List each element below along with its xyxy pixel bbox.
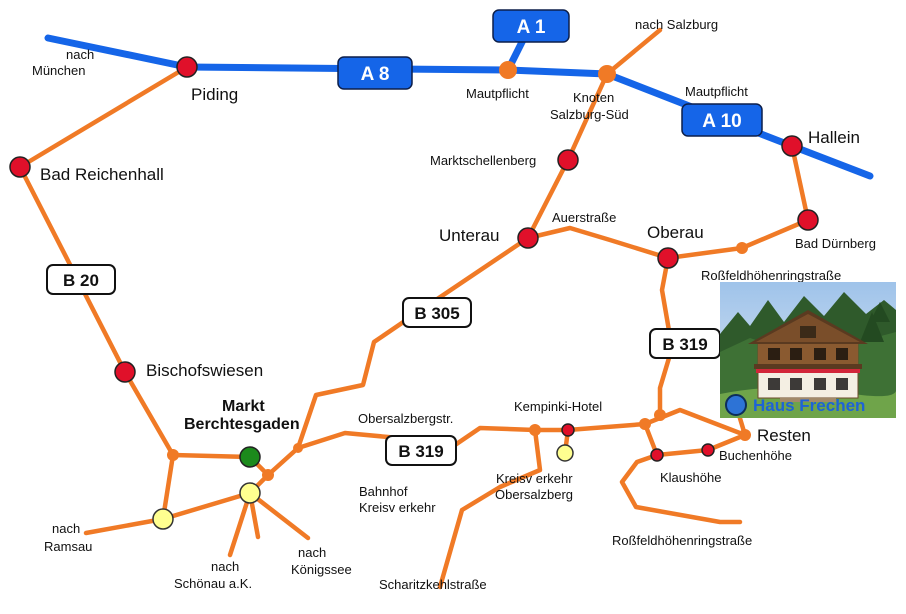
nach-muenchen-label-1: nach [66, 47, 94, 62]
nach-muenchen-label-2: München [32, 63, 85, 78]
mautpflicht-a10-label: Mautpflicht [685, 84, 748, 99]
junction-dot [736, 242, 748, 254]
road-nach-salzburg [604, 27, 663, 77]
road-b20-label: B 20 [63, 271, 99, 290]
bischofswiesen-label: Bischofswiesen [146, 361, 263, 380]
haus-frechen-photo [720, 282, 896, 418]
road-badge-b20: B 20 [46, 264, 116, 295]
junction-dot [654, 409, 666, 421]
road-koenigssee [247, 490, 311, 541]
resten-label: Resten [757, 426, 811, 445]
autobahn-a8-line [44, 34, 874, 180]
bad-reichenhall-label: Bad Reichenhall [40, 165, 164, 184]
autobahn-a1-label: A 1 [517, 17, 546, 38]
road-badge-b319-center: B 319 [385, 435, 457, 466]
unterau-marker [517, 227, 539, 249]
roundabout-bahnhof [239, 482, 261, 504]
klaushoehe-marker [650, 448, 664, 462]
piding-marker [176, 56, 198, 78]
nach-koenigssee-label-1: nach [298, 545, 326, 560]
nach-salzburg-label: nach Salzburg [635, 17, 718, 32]
hallein-label: Hallein [808, 128, 860, 147]
junction-dot [167, 449, 179, 461]
road-bischofswiesen-markt [170, 452, 271, 496]
rossfeld-north-label: Roßfeldhöhenringstraße [701, 268, 841, 283]
junction-dot [639, 418, 651, 430]
junction-dot [262, 469, 274, 481]
bahnhof-label-2: Kreisv erkehr [359, 500, 436, 515]
road-kreisverkehr [437, 427, 543, 590]
junction-dot [529, 424, 541, 436]
oberau-marker [657, 247, 679, 269]
autobahn-a10-label: A 10 [702, 111, 741, 132]
auerstrasse-label: Auerstraße [552, 210, 616, 225]
road-klaus-loop [619, 452, 743, 525]
road-b20 [17, 64, 190, 458]
scharitzkehl-label: Scharitzkehlstraße [379, 577, 487, 592]
bad-duernberg-marker [797, 209, 819, 231]
autobahn-badge-a8: A 8 [337, 56, 413, 90]
bischofswiesen-marker [114, 361, 136, 383]
road-b305-label: B 305 [414, 304, 459, 323]
oberau-label: Oberau [647, 223, 704, 242]
berchtesgaden-label: Berchtesgaden [184, 416, 300, 433]
bahnhof-label-1: Bahnhof [359, 484, 408, 499]
knoten-label-2: Salzburg-Süd [550, 107, 629, 122]
road-badge-b305: B 305 [402, 297, 472, 328]
junction-dot [293, 443, 303, 453]
rossfeld-south-label: Roßfeldhöhenringstraße [612, 533, 752, 548]
buchenhoehe-label: Buchenhöhe [719, 448, 792, 463]
junction-dots [167, 61, 748, 481]
marktschellenberg-label: Marktschellenberg [430, 153, 536, 168]
unterau-label: Unterau [439, 226, 499, 245]
bad-reichenhall-marker [9, 156, 31, 178]
markt-berchtesgaden-marker [239, 446, 261, 468]
obersalzbergstr-label: Obersalzbergstr. [358, 411, 453, 426]
autobahn-badge-a1: A 1 [492, 9, 570, 43]
bad-duernberg-label: Bad Dürnberg [795, 236, 876, 251]
town-markers [9, 56, 819, 462]
marktschellenberg-marker [557, 149, 579, 171]
nach-schoenau-label-1: nach [211, 559, 239, 574]
road-schoenau [227, 490, 253, 558]
klaushoehe-label: Klaushöhe [660, 470, 721, 485]
autobahn-a8-label: A 8 [361, 64, 390, 85]
nach-koenigssee-label-2: Königssee [291, 562, 352, 577]
house-illustration [720, 282, 896, 418]
markt-label: Markt [222, 398, 265, 415]
knoten-label-1: Knoten [573, 90, 614, 105]
road-b319-center-label: B 319 [398, 442, 443, 461]
roundabout-obersalzberg [556, 444, 574, 462]
nach-ramsau-label-2: Ramsau [44, 539, 92, 554]
mautpflicht-a8-label: Mautpflicht [466, 86, 529, 101]
road-ramsau-link [160, 490, 253, 522]
resten-marker [739, 429, 751, 441]
junction-dot [499, 61, 517, 79]
road-rossfeld-north [665, 143, 811, 261]
kreisverkehr-label-2: Obersalzberg [495, 487, 573, 502]
road-badge-b319-east: B 319 [649, 328, 721, 359]
kreisverkehr-label-1: Kreisv erkehr [496, 471, 573, 486]
autobahn-badge-a10: A 10 [681, 103, 763, 137]
kempinski-marker [561, 423, 575, 437]
road-auerstrasse [525, 225, 671, 261]
piding-label: Piding [191, 85, 238, 104]
road-b319-east-label: B 319 [662, 335, 707, 354]
hallein-marker [781, 135, 803, 157]
nach-schoenau-label-2: Schönau a.K. [174, 576, 252, 591]
roundabout-markers [152, 444, 574, 530]
nach-ramsau-label-1: nach [52, 521, 80, 536]
buchenhoehe-marker [701, 443, 715, 457]
kempinski-label: Kempinki-Hotel [514, 399, 602, 414]
roundabout-ramsau [152, 508, 174, 530]
junction-dot [598, 65, 616, 83]
